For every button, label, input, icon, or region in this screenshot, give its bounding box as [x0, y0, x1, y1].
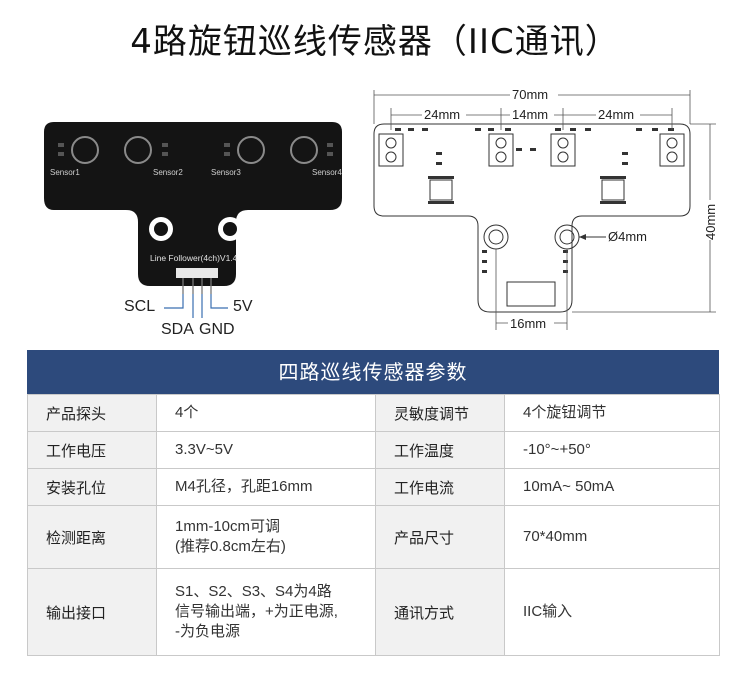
param-value: S1、S2、S3、S4为4路信号输出端，+为正电源, -为负电源 — [156, 568, 376, 656]
param-value: M4孔径，孔距16mm — [156, 468, 376, 506]
cell-line: (推荐0.8cm左右) — [175, 538, 286, 555]
drawing-svg: Ø4mm 70mm 24mm 14mm 24mm 40mm 16mm — [373, 87, 718, 331]
pin-sda-label: SDA — [161, 321, 194, 338]
table-row: 安装孔位 M4孔径，孔距16mm 工作电流 10mA~ 50mA — [27, 468, 720, 506]
param-value: 4个 — [156, 394, 376, 432]
param-value: 70*40mm — [504, 505, 720, 569]
cell-line: 1mm-10cm可调 — [175, 518, 281, 535]
board-svg: Sensor1 Sensor2 Sensor3 Sensor4 Line Fol… — [44, 122, 342, 318]
hole-diameter-label: Ø4mm — [608, 229, 647, 244]
table-row: 工作电压 3.3V~5V 工作温度 -10°~+50° — [27, 431, 720, 469]
spec-table-header: 四路巡线传感器参数 — [27, 350, 719, 394]
param-label: 工作电压 — [27, 431, 157, 469]
param-value: IIC输入 — [504, 568, 720, 656]
cell-line: 10mA~ 50mA — [523, 478, 615, 495]
pin-5v-label: 5V — [233, 298, 253, 315]
table-row: 产品探头 4个 灵敏度调节 4个旋钮调节 — [27, 394, 720, 432]
param-value: 10mA~ 50mA — [504, 468, 720, 506]
spacing-mid-dimension: 14mm — [512, 107, 548, 122]
spacing-left-dimension: 24mm — [424, 107, 460, 122]
param-label: 产品探头 — [27, 394, 157, 432]
version-label: Line Follower(4ch)V1.4 — [150, 253, 238, 263]
cell-line: M4孔径，孔距16mm — [175, 478, 313, 495]
dimension-drawing: Ø4mm 70mm 24mm 14mm 24mm 40mm 16mm — [360, 80, 740, 340]
param-label: 检测距离 — [27, 505, 157, 569]
table-row: 输出接口 S1、S2、S3、S4为4路信号输出端，+为正电源, -为负电源 通讯方式 I… — [27, 568, 720, 656]
spec-table-grid: 产品探头 4个 灵敏度调节 4个旋钮调节工作电压 3.3V~5V 工作温度 -10°~+50… — [27, 394, 720, 656]
param-label: 灵敏度调节 — [375, 394, 505, 432]
hole-spacing-dimension: 16mm — [510, 316, 546, 331]
param-value: 3.3V~5V — [156, 431, 376, 469]
cell-line: 信号输出端，+为正电源, — [175, 603, 338, 620]
pin-scl-label: SCL — [124, 298, 156, 315]
param-label: 输出接口 — [27, 568, 157, 656]
cell-line: -为负电源 — [175, 623, 240, 640]
cell-line: 3.3V~5V — [175, 441, 233, 458]
sensor-label-3: Sensor3 — [211, 168, 241, 177]
sensor-board-photo: Sensor1 Sensor2 Sensor3 Sensor4 Line Fol… — [40, 118, 350, 343]
param-label: 工作温度 — [375, 431, 505, 469]
pin-gnd-label: GND — [199, 321, 235, 338]
cell-line: IIC输入 — [523, 603, 573, 620]
spacing-right-dimension: 24mm — [598, 107, 634, 122]
cell-line: S1、S2、S3、S4为4路 — [175, 583, 332, 600]
page-title: 4路旋钮巡线传感器（IIC通讯） — [130, 22, 620, 62]
param-value: 4个旋钮调节 — [504, 394, 720, 432]
param-label: 工作电流 — [375, 468, 505, 506]
param-value: 1mm-10cm可调 (推荐0.8cm左右) — [156, 505, 376, 569]
sensor-label-2: Sensor2 — [153, 168, 183, 177]
param-label: 通讯方式 — [375, 568, 505, 656]
table-row: 检测距离 1mm-10cm可调 (推荐0.8cm左右) 产品尺寸 70*40mm — [27, 505, 720, 569]
cell-line: 4个 — [175, 404, 199, 421]
cell-line: -10°~+50° — [523, 441, 591, 458]
cell-line: 70*40mm — [523, 528, 588, 545]
param-label: 安装孔位 — [27, 468, 157, 506]
param-value: -10°~+50° — [504, 431, 720, 469]
sensor-label-4: Sensor4 — [312, 168, 342, 177]
height-dimension: 40mm — [703, 204, 718, 240]
sensor-label-1: Sensor1 — [50, 168, 80, 177]
param-label: 产品尺寸 — [375, 505, 505, 569]
width-dimension: 70mm — [512, 87, 548, 102]
cell-line: 4个旋钮调节 — [523, 404, 607, 421]
